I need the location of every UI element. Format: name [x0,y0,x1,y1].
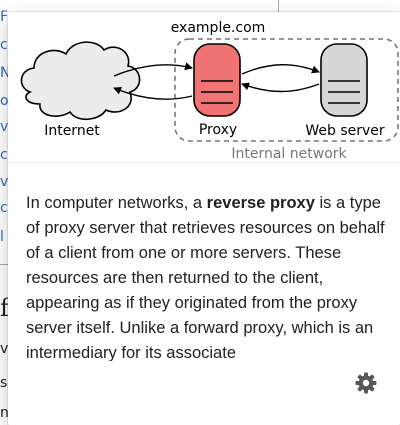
request-flow-arrows [113,62,320,100]
arrow-proxy-to-server [241,64,320,75]
background-text: s [0,376,8,390]
proxy-label: Proxy [199,122,237,138]
preview-thumbnail[interactable]: example.com Internet Proxy Web server In… [8,12,400,163]
arrow-proxy-to-internet [113,86,193,100]
extract-text-before: In computer networks, a [26,194,207,212]
proxy-server-icon [193,43,241,117]
gear-icon [355,372,377,394]
preview-settings-button[interactable] [354,371,378,395]
page-preview-popup[interactable]: example.com Internet Proxy Web server In… [8,12,400,425]
background-divider [0,264,12,265]
background-link[interactable]: l [0,230,4,244]
background-section-heading: f [0,294,9,322]
web-server-label: Web server [305,123,385,139]
background-link[interactable]: o [0,94,8,108]
background-link[interactable]: c [0,201,8,215]
internal-network-label: Internal network [231,146,347,162]
background-link[interactable]: c [0,148,8,162]
background-text: n [0,406,8,420]
extract-term: reverse proxy [206,194,315,212]
internal-network-boundary [174,38,399,142]
reverse-proxy-diagram: example.com Internet Proxy Web server In… [20,20,399,162]
background-divider [278,0,279,12]
arrow-server-to-proxy [241,82,320,93]
internet-cloud-icon [20,41,141,121]
background-link[interactable]: v [0,120,8,134]
background-link[interactable]: c [0,38,8,52]
extract-paragraph: In computer networks, a reverse proxy is… [26,191,386,361]
background-link[interactable]: v [0,175,8,189]
preview-extract[interactable]: In computer networks, a reverse proxy is… [26,191,386,361]
arrow-internet-to-proxy [113,62,193,77]
web-server-icon [320,43,368,117]
background-link[interactable]: F [0,10,8,24]
background-link[interactable]: N [0,66,8,80]
domain-label: example.com [171,20,266,36]
extract-text-after: is a type of proxy server that retrieves… [26,194,385,361]
internet-label: Internet [44,123,100,139]
background-text: v [0,342,8,356]
